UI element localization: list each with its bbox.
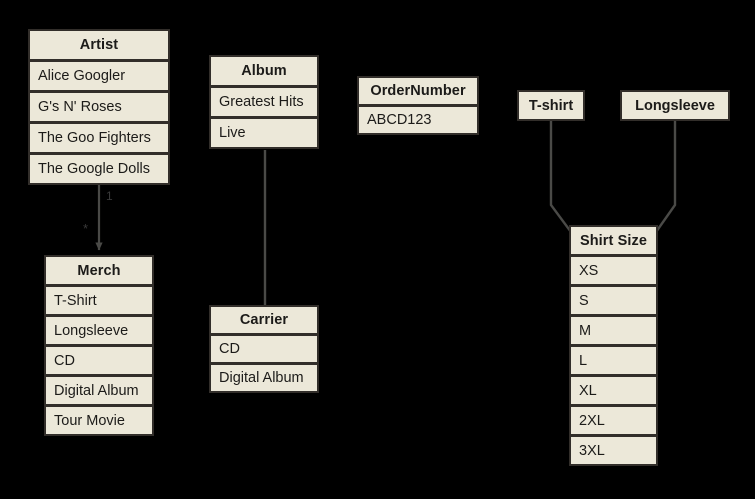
entity-merch-value-4[interactable]: Tour Movie — [44, 405, 154, 436]
entity-artist-title: Artist — [28, 29, 170, 61]
entity-merch-value-1[interactable]: Longsleeve — [44, 315, 154, 346]
entity-artist[interactable]: Artist Alice Googler G's N' Roses The Go… — [28, 29, 170, 185]
multiplicity-label-target: * — [83, 221, 89, 236]
entity-carrier-value-1[interactable]: Digital Album — [209, 363, 319, 393]
multiplicity-label-source: 1 — [106, 189, 113, 203]
entity-shirt-size-value-5[interactable]: 2XL — [569, 405, 658, 436]
entity-artist-value-3[interactable]: The Google Dolls — [28, 153, 170, 185]
entity-album-value-1[interactable]: Live — [209, 117, 319, 149]
entity-tshirt[interactable]: T-shirt — [517, 90, 585, 121]
entity-merch-title: Merch — [44, 255, 154, 286]
entity-shirt-size-value-4[interactable]: XL — [569, 375, 658, 406]
entity-artist-value-2[interactable]: The Goo Fighters — [28, 122, 170, 154]
entity-carrier-value-0[interactable]: CD — [209, 334, 319, 364]
entity-merch-value-0[interactable]: T-Shirt — [44, 285, 154, 316]
entity-longsleeve[interactable]: Longsleeve — [620, 90, 730, 121]
entity-artist-value-1[interactable]: G's N' Roses — [28, 91, 170, 123]
entity-shirt-size-value-3[interactable]: L — [569, 345, 658, 376]
entity-artist-value-0[interactable]: Alice Googler — [28, 60, 170, 92]
entity-shirt-size-value-6[interactable]: 3XL — [569, 435, 658, 466]
connector-tshirt-shirtsize — [549, 121, 572, 233]
entity-ordernumber-title: OrderNumber — [357, 76, 479, 106]
entity-merch-value-2[interactable]: CD — [44, 345, 154, 376]
entity-ordernumber[interactable]: OrderNumber ABCD123 — [357, 76, 479, 135]
entity-album-title: Album — [209, 55, 319, 87]
entity-ordernumber-value-0[interactable]: ABCD123 — [357, 105, 479, 135]
entity-album-value-0[interactable]: Greatest Hits — [209, 86, 319, 118]
entity-shirt-size-value-1[interactable]: S — [569, 285, 658, 316]
entity-shirt-size-value-0[interactable]: XS — [569, 255, 658, 286]
connector-longsleeve-shirtsize — [655, 121, 677, 233]
entity-shirt-size-value-2[interactable]: M — [569, 315, 658, 346]
entity-tshirt-title: T-shirt — [517, 90, 585, 121]
entity-merch[interactable]: Merch T-Shirt Longsleeve CD Digital Albu… — [44, 255, 154, 436]
entity-album[interactable]: Album Greatest Hits Live — [209, 55, 319, 149]
entity-carrier[interactable]: Carrier CD Digital Album — [209, 305, 319, 393]
entity-shirt-size[interactable]: Shirt Size XS S M L XL 2XL 3XL — [569, 225, 658, 466]
entity-longsleeve-title: Longsleeve — [620, 90, 730, 121]
entity-carrier-title: Carrier — [209, 305, 319, 335]
entity-shirt-size-title: Shirt Size — [569, 225, 658, 256]
entity-merch-value-3[interactable]: Digital Album — [44, 375, 154, 406]
